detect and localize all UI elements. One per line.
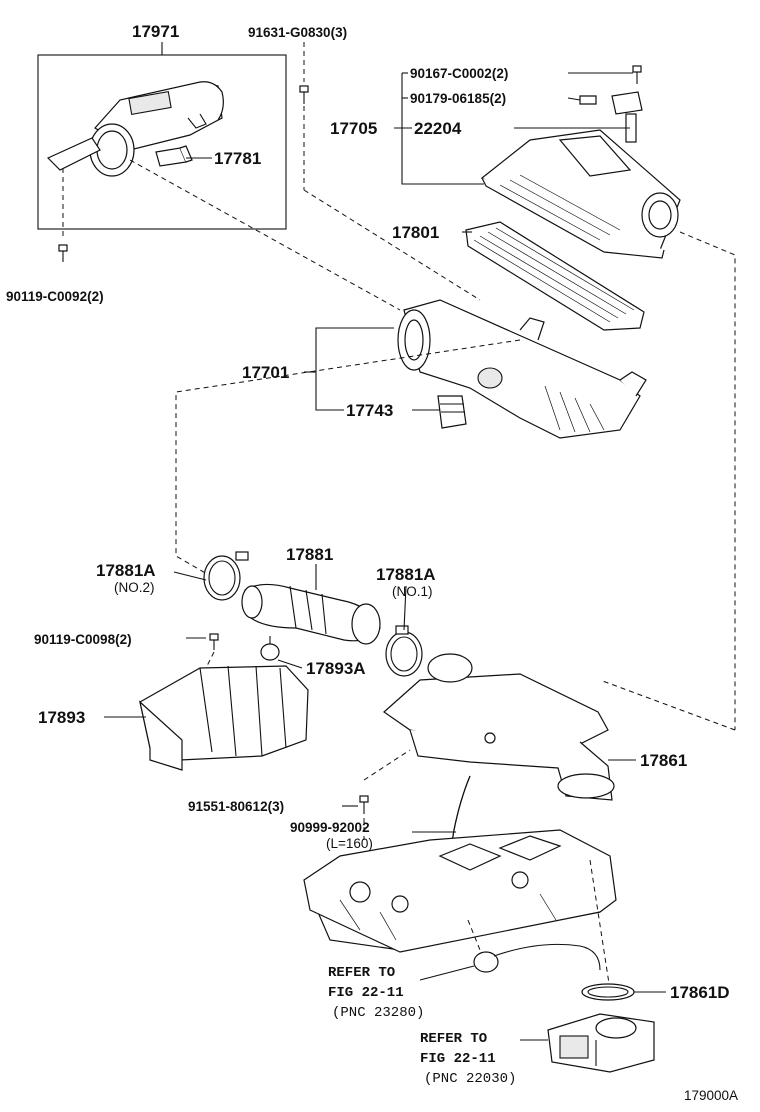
label-90119-c0092: 90119-C0092(2) <box>6 289 104 304</box>
air-filter-17801 <box>465 221 645 331</box>
intake-hose-17881 <box>241 583 381 645</box>
resonator-17893 <box>139 665 309 771</box>
label-17861: 17861 <box>640 751 687 770</box>
label-91631-g0830: 91631-G0830(3) <box>248 25 347 40</box>
bolt-90119-c0092-icon <box>58 244 68 262</box>
label-17743: 17743 <box>346 401 393 420</box>
sensor-23280-icon <box>473 943 601 973</box>
label-no2: (NO.2) <box>114 580 155 595</box>
label-22204: 22204 <box>414 119 462 138</box>
label-17881: 17881 <box>286 545 333 564</box>
label-90999-92002: 90999-92002 <box>290 820 370 835</box>
label-17781: 17781 <box>214 149 261 168</box>
label-91551-80612: 91551-80612(3) <box>188 799 284 814</box>
air-cleaner-hose-17861 <box>383 653 615 801</box>
air-cleaner-cap-22204 <box>480 129 681 259</box>
refer-1-line-3: (PNC 23280) <box>332 1005 424 1021</box>
valve-17743 <box>437 395 467 429</box>
label-90167-c0002: 90167-C0002(2) <box>410 66 508 81</box>
clamp-17881a-no2-icon <box>203 551 249 601</box>
label-90119-c0098: 90119-C0098(2) <box>34 632 132 647</box>
label-17861d: 17861D <box>670 983 730 1002</box>
refer-2-line-1: REFER TO <box>420 1031 487 1047</box>
label-17893: 17893 <box>38 708 85 727</box>
label-no1: (NO.1) <box>392 584 433 599</box>
gasket-17861d <box>581 983 635 1001</box>
refer-2-line-3: (PNC 22030) <box>424 1071 516 1087</box>
label-17705: 17705 <box>330 119 377 138</box>
figure-id: 179000A <box>684 1088 738 1103</box>
label-17881a-no1: 17881A <box>376 565 436 584</box>
refer-1-line-1: REFER TO <box>328 965 395 981</box>
label-l160: (L=160) <box>326 836 373 851</box>
label-17893a: 17893A <box>306 659 366 678</box>
refer-1-line-2: FIG 22-11 <box>328 985 404 1001</box>
pad-17781 <box>155 145 193 167</box>
clamp-17893a-icon <box>260 636 280 661</box>
label-17801: 17801 <box>392 223 439 242</box>
clamp-17881a-no1-icon <box>385 625 423 677</box>
air-duct-17971 <box>46 81 224 177</box>
bolt-91551-icon <box>359 795 369 814</box>
bolt-90119-c0098-icon <box>209 633 219 650</box>
bolt-91631-icon <box>299 85 309 104</box>
refer-2-line-2: FIG 22-11 <box>420 1051 496 1067</box>
label-17971: 17971 <box>132 22 179 41</box>
throttle-body-22030 <box>547 1013 655 1073</box>
label-17881a-no2: 17881A <box>96 561 156 580</box>
label-17701: 17701 <box>242 363 289 382</box>
screw-90167-icon <box>632 65 642 84</box>
intake-plenum <box>303 829 617 953</box>
label-90179-06185: 90179-06185(2) <box>410 91 506 106</box>
